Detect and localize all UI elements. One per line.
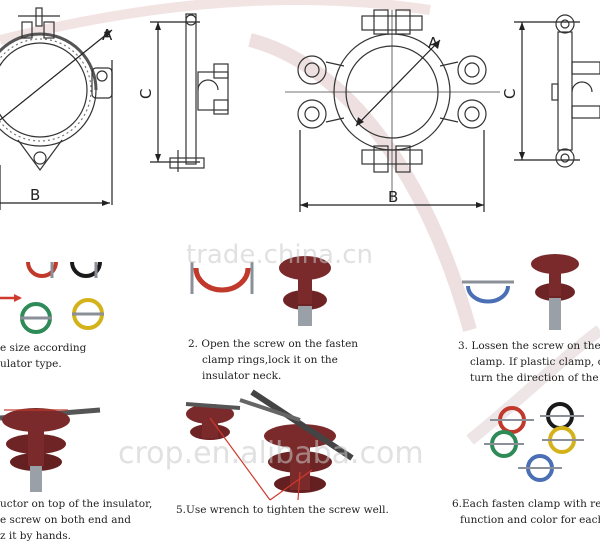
caption-line: function and color for each [460,514,600,526]
background-swoosh [466,325,600,445]
dimension-arrow [300,202,308,208]
caption-line: clamp rings,lock it on the [202,354,338,366]
step-4-caption: uctor on top of the insulator, e screw o… [0,496,152,544]
caption-line: clamp. If plastic clamp, or [470,356,600,368]
caption-line: 2. Open the screw on the fasten [188,338,359,350]
caption-line: 6.Each fasten clamp with rel [452,498,600,510]
clamp-side-view-left [150,13,229,172]
caption-line: z it by hands. [0,530,72,542]
step-3-clamp-on-insulator [462,254,579,330]
dimension-label-c-left: C [137,89,155,99]
dimension-arrow [104,30,112,38]
dimension-label-c-right: C [501,89,519,99]
dimension-arrow [155,154,161,162]
dimension-arrow [102,200,110,206]
dimension-arrow [476,202,484,208]
step-6-caption: 6.Each fasten clamp with rel function an… [452,496,600,528]
step-5-caption: 5.Use wrench to tighten the screw well. [176,502,389,518]
clamp-front-view-left [0,7,113,210]
caption-line: e size according [0,342,87,354]
step-5-wrench-tightening [185,389,354,501]
caption-line: e screw on both end and [0,514,131,526]
clamp-front-view-right [285,9,500,212]
dimension-label-a-left: A [102,26,113,44]
dimension-label-b-right: B [388,188,398,206]
caption-line: insulator neck. [202,370,282,382]
step-2-caption: 2. Open the screw on the fasten clamp ri… [188,336,358,384]
caption-line: uctor on top of the insulator, [0,498,153,510]
dimension-arrow [519,22,525,30]
caption-line: 3. Lossen the screw on the a [458,340,600,352]
clamp-side-view-right [514,14,600,168]
arrow-icon [14,294,22,302]
step-1-clamp-photos [0,261,104,334]
dimension-label-a-right: A [428,34,439,52]
dimension-arrow [155,22,161,30]
dimension-arrow [432,40,440,49]
step-3-caption: 3. Lossen the screw on the a clamp. If p… [458,338,600,386]
step-1-caption: e size according ulator type. [0,340,86,372]
step-4-insulator-conductor [0,407,101,492]
dimension-arrow [356,117,364,126]
dimension-arrow [519,152,525,160]
caption-line: turn the direction of the s [470,372,600,384]
background-swoosh [0,0,431,45]
dimension-label-b-left: B [30,186,40,204]
step-2-clamp-on-insulator [190,256,331,326]
caption-line: 5.Use wrench to tighten the screw well. [176,504,389,516]
step-6-clamp-set [484,402,584,482]
background-swoosh [248,33,477,332]
caption-line: ulator type. [0,358,62,370]
